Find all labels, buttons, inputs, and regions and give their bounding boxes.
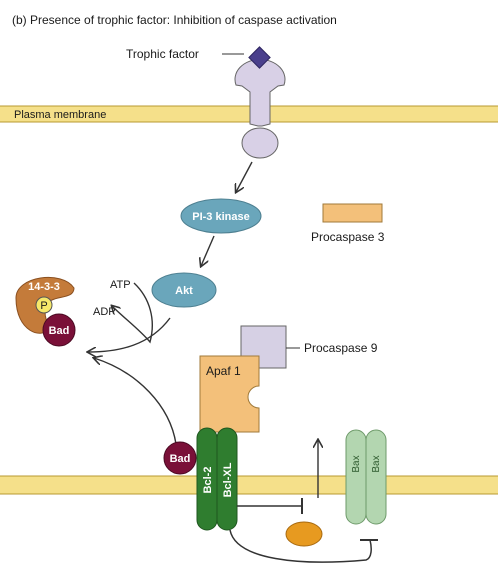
bad-phosphorylated-label: Bad [49,325,70,337]
procaspase-3 [322,203,383,223]
procaspase-3-label: Procaspase 3 [311,230,385,244]
bad-phosphorylated [42,313,76,347]
plasma-membrane-label: Plasma membrane [14,109,106,121]
mitochondrial-membrane [0,475,498,495]
bclxl [216,427,238,531]
trophic-factor-label: Trophic factor [126,47,199,61]
bax-left-label: Bax [351,455,362,472]
adp-label: ADP [93,306,116,318]
bax-left [345,429,367,525]
arrow-pi3k-to-akt [201,235,215,266]
bax-right-label: Bax [371,455,382,472]
apaf1 [199,355,260,433]
pi3-kinase-label: PI-3 kinase [192,211,249,223]
pi3-kinase [180,198,262,234]
bad-bound-label: Bad [170,453,191,465]
akt-phosphorylation-arrow [88,317,171,352]
bax-right [365,429,387,525]
akt-label: Akt [175,285,193,297]
trophic-receptor [234,58,286,159]
bad-release-arrow [94,358,177,445]
apaf1-label: Apaf 1 [206,364,241,378]
phosphate-group [35,296,53,314]
protein-14-3-3-label: 14-3-3 [28,281,60,293]
cytochrome-c [285,521,323,547]
procaspase-9-label: Procaspase 9 [304,341,378,355]
plasma-membrane-top [0,105,498,123]
bcl-bax-inhibition-curve [229,529,372,563]
phosphate-label: P [40,300,47,312]
akt [151,272,217,308]
atp-to-adp-arrow [112,282,153,344]
atp-label: ATP [110,279,131,291]
bcl2-label: Bcl-2 [202,467,214,494]
diagram-title: (b) Presence of trophic factor: Inhibiti… [12,13,337,27]
bad-bound [163,441,197,475]
bclxl-label: Bcl-XL [222,462,234,497]
trophic-factor-ligand [248,46,271,69]
arrow-receptor-to-pi3k [236,161,253,192]
